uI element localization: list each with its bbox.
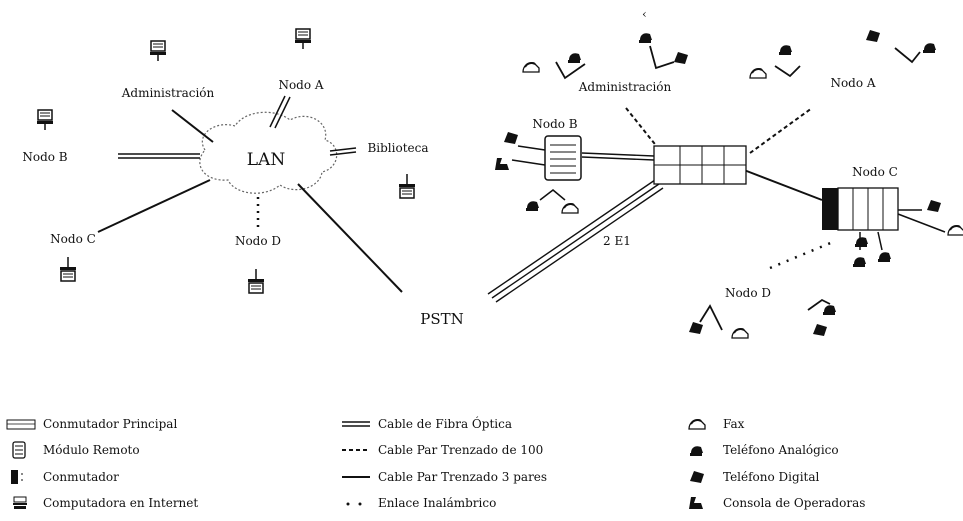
phones-nodo-b	[495, 132, 579, 214]
label-pstn: PSTN	[420, 310, 464, 328]
twisted-pair-100-line-icon	[340, 439, 374, 461]
link-nodo-c	[97, 179, 211, 233]
label-nodo-d: Nodo D	[235, 234, 281, 248]
network-diagram: LAN Administración Nodo A Nodo B Biblio	[22, 7, 963, 339]
pbx-diagram: 2 E1	[487, 7, 963, 339]
label-pbx-administracion: Administración	[578, 80, 672, 94]
fiber-optic-line-icon	[340, 413, 374, 435]
link-nodo-a	[269, 95, 291, 129]
legend-remote-module: Módulo Remoto	[5, 439, 140, 461]
computer-administracion-icon	[149, 40, 167, 62]
label-pbx-nodo-a: Nodo A	[830, 76, 875, 90]
switch-icon	[5, 466, 39, 488]
internet-computer-icon	[5, 492, 39, 514]
twisted-pair-3-line-icon	[340, 466, 374, 488]
main-switch-icon	[5, 413, 39, 435]
label-nodo-a: Nodo A	[278, 78, 323, 92]
stray-mark: ‹	[642, 7, 647, 21]
link-nodo-a-pbx	[749, 107, 813, 154]
link-nodo-d-pbx	[769, 240, 834, 270]
legend-twisted-pair-100: Cable Par Trenzado de 100	[340, 439, 543, 461]
lan-diagram: LAN Administración Nodo A Nodo B Biblio	[22, 28, 464, 328]
legend-digital-phone: Teléfono Digital	[685, 466, 819, 488]
label-pbx-nodo-c: Nodo C	[852, 165, 898, 179]
label-administracion: Administración	[121, 86, 215, 100]
phones-nodo-a	[749, 30, 936, 79]
legend-wireless-link: Enlace Inalámbrico	[340, 492, 496, 514]
link-administracion-pbx	[625, 107, 659, 149]
analog-phone-icon	[685, 439, 719, 461]
fax-icon	[685, 413, 719, 435]
link-pstn	[297, 183, 403, 293]
label-nodo-c: Nodo C	[50, 232, 96, 246]
legend: Conmutador Principal Módulo Remoto Conmu…	[0, 410, 963, 521]
phones-administracion	[522, 33, 688, 80]
legend-operator-console: Consola de Operadoras	[685, 492, 865, 514]
legend-switch: Conmutador	[5, 466, 119, 488]
operator-console-icon	[685, 492, 719, 514]
remote-module-nodo-b	[544, 135, 582, 181]
link-nodo-b	[118, 153, 200, 159]
legend-fax: Fax	[685, 413, 744, 435]
computer-nodo-c-icon	[59, 256, 77, 282]
lan-label: LAN	[247, 150, 286, 170]
digital-phone-icon	[685, 466, 719, 488]
link-nodo-c-pbx	[743, 169, 823, 201]
legend-main-switch: Conmutador Principal	[5, 413, 177, 435]
switch-nodo-c	[822, 187, 899, 231]
link-administracion	[171, 109, 214, 143]
main-switch	[653, 145, 747, 185]
computer-nodo-d-icon	[247, 268, 265, 294]
label-biblioteca: Biblioteca	[367, 141, 428, 155]
link-biblioteca	[329, 147, 357, 156]
wireless-link-icon	[340, 492, 374, 514]
remote-module-icon	[5, 439, 39, 461]
trunk-label: 2 E1	[603, 234, 631, 248]
phones-nodo-d	[689, 298, 836, 339]
lan-cloud: LAN	[199, 111, 338, 194]
phones-nodo-c	[853, 200, 963, 267]
computer-nodo-a-icon	[294, 28, 312, 50]
legend-fiber-optic: Cable de Fibra Óptica	[340, 413, 512, 435]
label-pbx-nodo-d: Nodo D	[725, 286, 771, 300]
link-nodo-b-remote	[581, 152, 655, 161]
computer-biblioteca-icon	[398, 173, 416, 199]
legend-internet-computer: Computadora en Internet	[5, 492, 198, 514]
label-nodo-b: Nodo B	[22, 150, 67, 164]
legend-analog-phone: Teléfono Analógico	[685, 439, 839, 461]
computer-nodo-b-icon	[36, 109, 54, 131]
legend-twisted-pair-3: Cable Par Trenzado 3 pares	[340, 466, 547, 488]
label-pbx-nodo-b: Nodo B	[532, 117, 577, 131]
trunk-link-2e1	[487, 179, 664, 303]
